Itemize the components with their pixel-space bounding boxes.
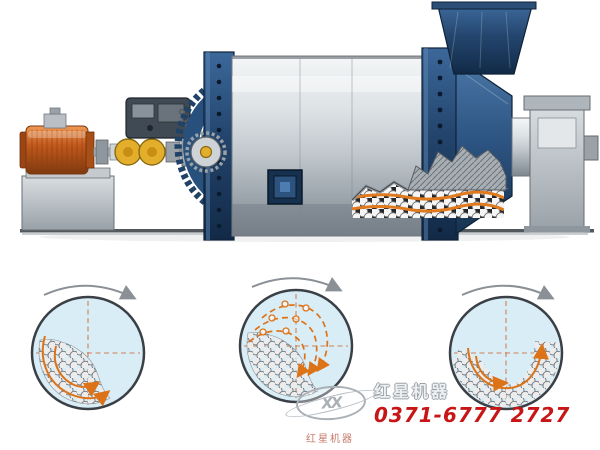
- access-door: [267, 169, 303, 205]
- rotation-arrow-2: [251, 277, 343, 292]
- watermark: XX 红星机器 0371-6777 2727 红星机器: [294, 378, 571, 445]
- motor-terminal-box: [43, 113, 67, 129]
- ball-mass-2: [246, 332, 319, 398]
- company-logo-oval: XX: [294, 383, 368, 423]
- ball-mass-3: [452, 340, 560, 407]
- material-heap: [407, 145, 507, 191]
- logo-text: XX: [320, 393, 342, 413]
- motion-circle-1: [30, 284, 146, 411]
- phone-number: 0371-6777 2727: [374, 403, 571, 427]
- mill-illustration: [19, 1, 599, 242]
- drive-motor: [19, 107, 95, 175]
- motion-circle-3: [448, 284, 564, 411]
- motion-diagrams: [30, 277, 564, 411]
- rotation-arrow-3: [461, 284, 555, 300]
- motor-base-pedestal: [21, 167, 115, 231]
- ball-row-orange-lines: [352, 190, 504, 213]
- output-shaft-stub: [583, 135, 599, 161]
- bearing-pedestal-right: [523, 95, 599, 233]
- rim-flow-arrows: [467, 343, 549, 392]
- cascade-arrows: [41, 335, 111, 407]
- flying-balls: [259, 300, 310, 336]
- company-sub-text: 红星机器: [306, 434, 354, 445]
- discharge-trunnion: [511, 117, 533, 177]
- pinion-gear: [185, 131, 227, 173]
- rotation-arrow-1: [43, 284, 137, 300]
- feed-hopper: [431, 1, 537, 75]
- company-name: 红星机器: [374, 382, 451, 401]
- gear-cover-hoist: [125, 97, 195, 139]
- motion-circle-2: [238, 277, 354, 404]
